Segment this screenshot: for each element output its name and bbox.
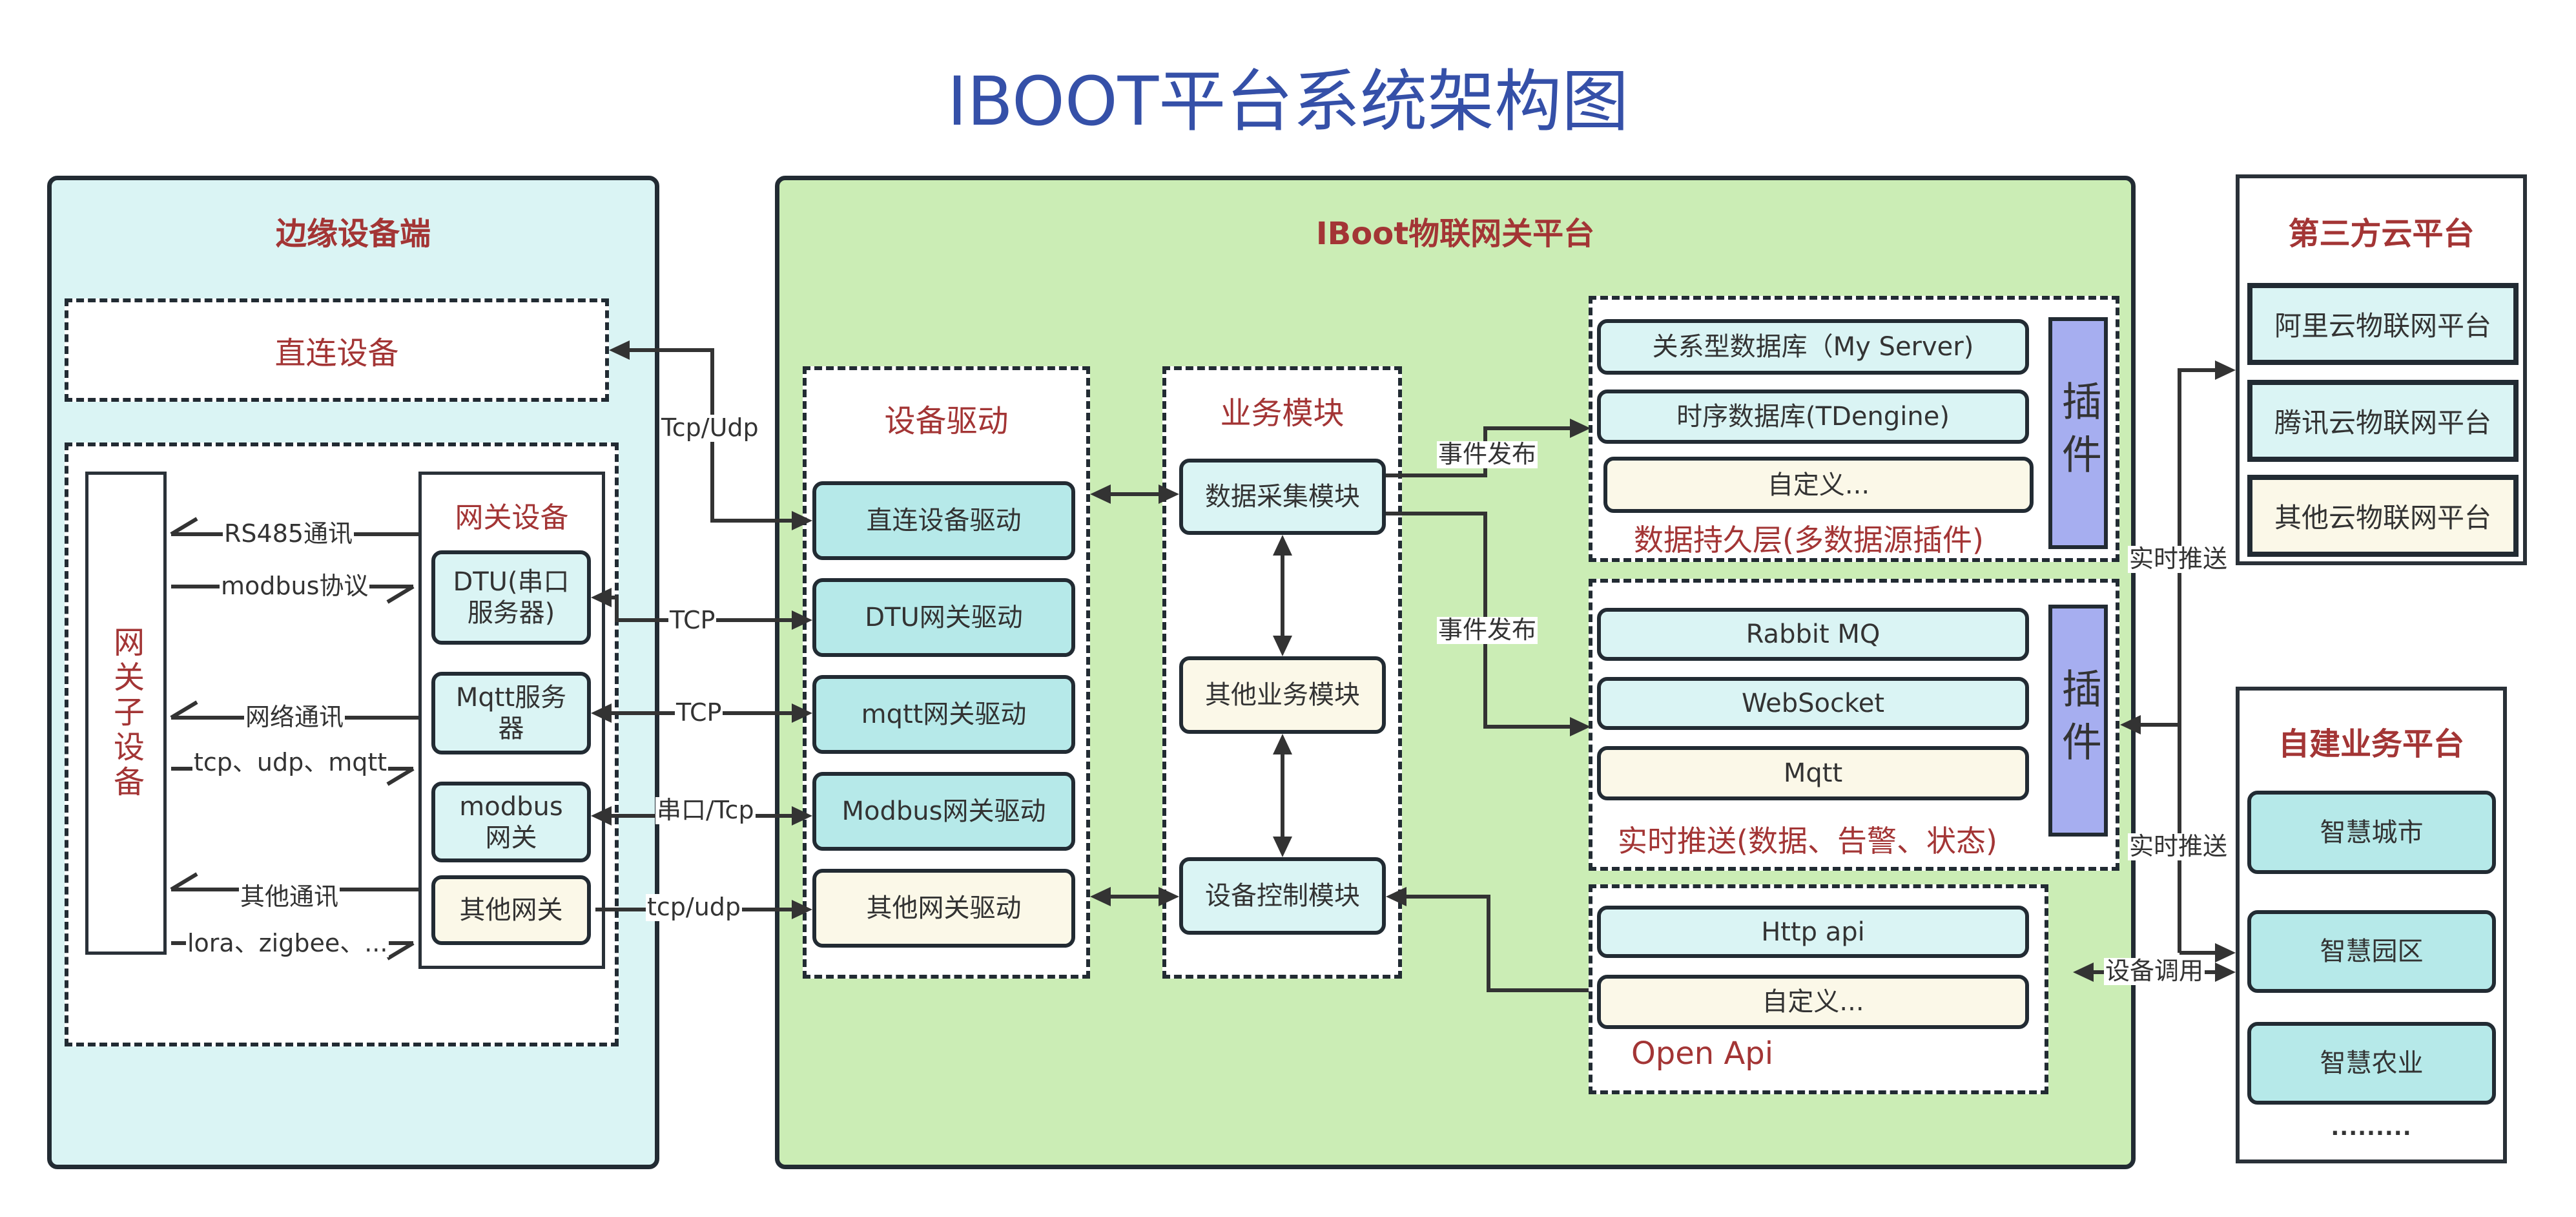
event-label-2: 事件发布: [1437, 616, 1538, 644]
api-http[interactable]: Http api: [1597, 906, 2029, 958]
module-device-control[interactable]: 设备控制模块: [1179, 857, 1386, 935]
db-relational[interactable]: 关系型数据库（My Server): [1597, 319, 2029, 375]
db-timeseries[interactable]: 时序数据库(TDengine): [1597, 390, 2029, 444]
biz-more: .........: [2331, 1115, 2412, 1141]
push-websocket[interactable]: WebSocket: [1597, 677, 2029, 730]
persistence-plugin[interactable]: 插件: [2048, 317, 2108, 549]
link-label-modbus: modbus协议: [220, 572, 370, 600]
driver-direct[interactable]: 直连设备驱动: [812, 481, 1075, 560]
link-label-tcp: tcp、udp、mqtt: [192, 748, 389, 776]
sub-device-box[interactable]: 网关子设备: [85, 472, 167, 955]
openapi-label: Open Api: [1631, 1035, 1774, 1072]
cloud-aliyun[interactable]: 阿里云物联网平台: [2247, 283, 2519, 365]
push-rabbitmq[interactable]: Rabbit MQ: [1597, 608, 2029, 661]
platform-title: IBoot物联网关平台: [1315, 216, 1595, 252]
proto-modbus: 串口/Tcp: [655, 796, 756, 824]
db-custom[interactable]: 自定义...: [1603, 457, 2034, 513]
gateway-mqtt[interactable]: Mqtt服务器: [431, 672, 591, 754]
proto-direct: Tcp/Udp: [660, 413, 760, 442]
link-label-rs485: RS485通讯: [223, 519, 355, 548]
biz-smart-city[interactable]: 智慧城市: [2247, 791, 2496, 874]
biz-smart-park[interactable]: 智慧园区: [2247, 910, 2496, 993]
gateway-modbus[interactable]: modbus网关: [431, 782, 591, 862]
driver-other[interactable]: 其他网关驱动: [812, 869, 1075, 948]
third-party-title: 第三方云平台: [2288, 216, 2475, 252]
arrow-selfbuilt: [2215, 943, 2236, 962]
driver-dtu[interactable]: DTU网关驱动: [812, 578, 1075, 657]
direct-device-label: 直连设备: [274, 335, 399, 371]
push-trunk: [2178, 368, 2231, 953]
edge-title: 边缘设备端: [275, 216, 431, 252]
link-label-lora: lora、zigbee、...: [186, 929, 389, 957]
link-label-other: 其他通讯: [239, 882, 340, 911]
business-title: 业务模块: [1220, 395, 1345, 432]
self-built-title: 自建业务平台: [2278, 726, 2464, 762]
call-label: 设备调用: [2104, 957, 2205, 985]
persistence-label: 数据持久层(多数据源插件): [1634, 523, 1984, 557]
realtime-label: 实时推送(数据、告警、状态): [1618, 824, 1997, 858]
direct-device-box[interactable]: 直连设备: [65, 298, 609, 402]
gateway-device-title: 网关设备: [455, 501, 569, 534]
sub-device-label: 网关子设备: [108, 626, 144, 800]
gateway-other[interactable]: 其他网关: [431, 875, 591, 945]
proto-mqtt: TCP: [675, 698, 723, 727]
cloud-tencent[interactable]: 腾讯云物联网平台: [2247, 380, 2519, 462]
persistence-plugin-label: 插件: [2054, 380, 2102, 486]
proto-other: tcp/udp: [646, 893, 743, 921]
driver-title: 设备驱动: [884, 403, 1009, 439]
gateway-dtu[interactable]: DTU(串口服务器): [431, 550, 591, 645]
realtime-plugin-label: 插件: [2054, 667, 2102, 774]
push-label-2: 实时推送: [2128, 832, 2229, 860]
driver-modbus[interactable]: Modbus网关驱动: [812, 772, 1075, 851]
proto-dtu: TCP: [668, 606, 717, 634]
arrow-third-party: [2215, 360, 2236, 380]
arrow-call-right: [2215, 962, 2236, 982]
push-mqtt[interactable]: Mqtt: [1597, 746, 2029, 800]
cloud-other[interactable]: 其他云物联网平台: [2247, 475, 2519, 557]
push-label-1: 实时推送: [2128, 545, 2229, 573]
page-title: IBOOT平台系统架构图: [947, 62, 1629, 141]
link-label-net: 网络通讯: [244, 703, 345, 731]
biz-smart-agri[interactable]: 智慧农业: [2247, 1022, 2496, 1105]
realtime-plugin[interactable]: 插件: [2048, 605, 2108, 837]
driver-mqtt[interactable]: mqtt网关驱动: [812, 675, 1075, 754]
event-label-1: 事件发布: [1437, 440, 1538, 468]
module-other-business[interactable]: 其他业务模块: [1179, 656, 1386, 734]
module-data-collect[interactable]: 数据采集模块: [1179, 459, 1386, 535]
api-custom[interactable]: 自定义...: [1597, 975, 2029, 1029]
